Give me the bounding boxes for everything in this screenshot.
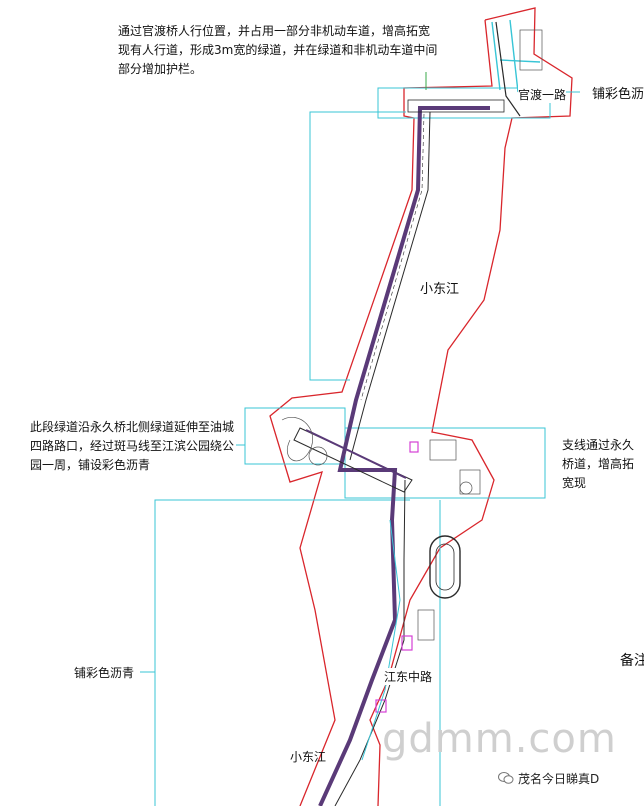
road-strip-top (407, 99, 505, 113)
bridge-greenway (305, 429, 407, 479)
road-branch-top-dark (495, 21, 521, 117)
building-block (519, 29, 543, 71)
callout-frame-top (377, 87, 551, 119)
wechat-icon (498, 772, 514, 784)
building-round (459, 481, 473, 495)
magenta-marker (375, 699, 387, 713)
building-block (417, 609, 435, 641)
top-note: 通过官渡桥人行位置，并占用一部分非机动车道，增高拓宽现有人行道，形成3m宽的绿道… (118, 24, 438, 76)
left-low-note: 铺彩色沥青 (74, 666, 135, 680)
right-edge-note: 备注 (620, 653, 644, 669)
park-feature (308, 446, 328, 466)
building-block (459, 469, 481, 495)
magenta-marker (401, 635, 413, 651)
account-name: 茂名今日睇真D (518, 772, 600, 786)
road-label-top: 官渡一路 (518, 86, 567, 103)
running-track-inner (435, 543, 455, 591)
park-area (281, 417, 313, 462)
river-label-upper: 小东江 (420, 282, 460, 297)
river-label-lower: 小东江 (290, 750, 327, 764)
road-label-mid: 江东中路 (384, 668, 433, 685)
watermark: gdmm.com (382, 716, 617, 762)
callout-frame-right-mid (344, 427, 546, 499)
callout-frame-upper-left (309, 111, 406, 381)
project-boundary (269, 7, 573, 806)
magenta-marker (409, 441, 419, 453)
running-track (429, 535, 461, 599)
building-block (429, 439, 457, 461)
right-mid-note: 支线通过永久桥道，增高拓宽现 (562, 438, 635, 490)
road-branch-top (491, 19, 541, 93)
callout-frame-lower (154, 499, 410, 806)
callout-frame-bridge (244, 407, 346, 465)
account-tag: 茂名今日睇真D (498, 770, 599, 787)
site-line-lower (361, 519, 401, 761)
road-edge-line (334, 111, 431, 806)
top-right-note: 铺彩色沥青 (592, 87, 644, 102)
greenway-route (318, 106, 490, 806)
left-mid-note: 此段绿道沿永久桥北侧绿道延伸至油城四路路口，经过斑马线至江滨公园绕公园一周，铺设… (30, 420, 235, 472)
